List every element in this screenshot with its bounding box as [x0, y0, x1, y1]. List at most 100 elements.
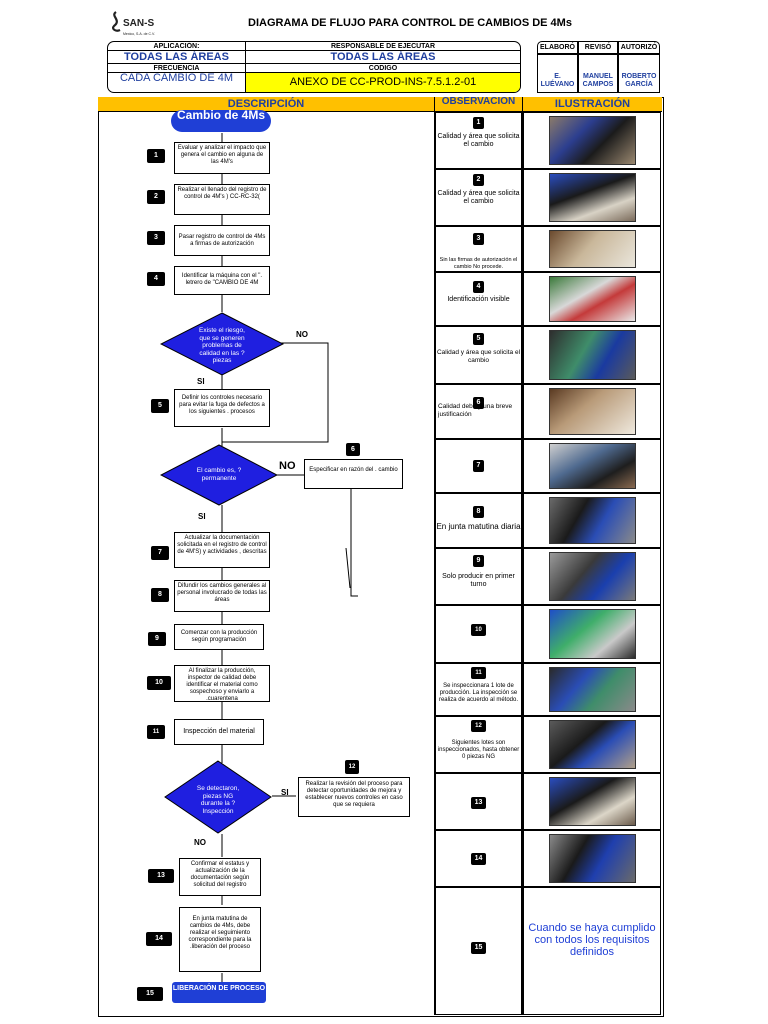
observation-number: 9	[472, 555, 485, 567]
step-box: Actualizar la documentación solicitada e…	[174, 532, 270, 568]
observation-number: 7	[472, 460, 485, 472]
step-box: Comenzar con la producción según program…	[174, 624, 264, 650]
company-logo: SAN-S Mexico, S.A. de C.V.	[108, 8, 158, 40]
responsable-value: TODAS LAS ÁREAS	[246, 51, 520, 64]
step-box: Realizar la revisión del proceso para de…	[298, 777, 410, 817]
observation-text: Se inspeccionara 1 lote de producción. L…	[438, 683, 519, 703]
observation-text: Calidad y área que solicita el cambio	[437, 190, 520, 205]
inspection-photo	[549, 667, 636, 712]
step-box: Al finalizar la producción, inspector de…	[174, 665, 270, 702]
step-number: 5	[151, 399, 169, 413]
step-number: 12	[345, 760, 359, 774]
observation-number: 11	[471, 667, 486, 679]
observation-number: 10	[471, 624, 486, 636]
observation-cell: 15	[435, 887, 522, 1015]
illustration-cell	[523, 663, 661, 716]
illustration-cell	[523, 272, 661, 326]
step-number: 8	[151, 588, 169, 602]
frecuencia-value: CADA CAMBIO DE 4M	[108, 73, 246, 92]
decision-text: Existe el riesgo, que se generen problem…	[199, 327, 245, 364]
meeting-photo	[549, 834, 636, 883]
step-number: 11	[147, 725, 165, 739]
workers-photo	[549, 777, 636, 826]
observation-text: Identificación visible	[447, 296, 510, 303]
flow-start: Cambio de 4Ms	[171, 109, 271, 132]
step-number: 15	[137, 987, 163, 1001]
illustration-cell	[523, 773, 661, 830]
step-box: Identificar la máquina con el ". letrero…	[174, 266, 270, 295]
step-number: 9	[148, 632, 166, 646]
illustration-cell: Cuando se haya cumplido con todos los re…	[523, 887, 661, 1015]
illustration-cell	[523, 716, 661, 773]
codigo-label: CODIGO	[246, 64, 520, 73]
decision-diamond	[160, 312, 284, 376]
machine-sign-photo	[549, 276, 636, 322]
observation-number: 6	[472, 397, 485, 409]
step-box: En junta matutina de cambios de 4Ms, deb…	[179, 907, 261, 972]
step-number: 6	[346, 443, 360, 456]
decision-text: El cambio es, ?permanente	[196, 467, 242, 482]
workers-photo	[549, 330, 636, 380]
decision-no-label: NO	[279, 460, 296, 472]
flow-end: LIBERACIÓN DE PROCESO	[172, 982, 266, 1003]
step-number: 2	[147, 190, 165, 204]
observation-text: Siguientes lotes son inspeccionados, has…	[437, 740, 520, 760]
illustration-cell	[523, 548, 661, 605]
illustration-cell	[523, 493, 661, 548]
observation-cell: 13	[435, 773, 522, 830]
observation-text: Sin las firmas de autorización el cambio…	[439, 257, 518, 270]
step-number: 7	[151, 546, 169, 560]
observation-cell: 10	[435, 605, 522, 663]
illustration-cell	[523, 830, 661, 887]
step-box: Definir los controles necesario para evi…	[174, 389, 270, 427]
observation-number: 14	[470, 853, 487, 865]
observation-number: 13	[470, 797, 487, 809]
illustration-cell	[523, 605, 661, 663]
ilustracion-header: ILUSTRACIÓN	[523, 97, 662, 112]
flow-connectors	[219, 133, 358, 986]
elaboro-label: ELABORÓ	[537, 41, 578, 54]
inspection-photo	[549, 720, 636, 769]
step-number: 10	[147, 676, 171, 690]
decision-yes-label: SI	[281, 788, 289, 797]
decision-diamond	[164, 760, 272, 834]
aplicacion-value: TODAS LAS ÁREAS	[108, 51, 246, 64]
step-number: 14	[146, 932, 172, 946]
observation-text: Calidad y área que solicita el cambio	[436, 349, 521, 364]
frecuencia-label: FRECUENCIA	[108, 64, 246, 73]
observation-cell: 14	[435, 830, 522, 887]
observation-number: 12	[471, 720, 486, 732]
inspection-photo	[549, 609, 636, 659]
step-box: Confirmar el estatus y actualización de …	[179, 858, 261, 896]
autorizo-name: ROBERTO GARCÍA	[618, 54, 660, 93]
illustration-cell	[523, 384, 661, 439]
reviso-name: MANUEL CAMPOS	[578, 54, 618, 93]
illustration-cell	[523, 439, 661, 493]
observation-number: 5	[472, 333, 485, 345]
observation-cell: 11 Se inspeccionara 1 lote de producción.…	[435, 663, 522, 716]
svg-text:Mexico, S.A. de C.V.: Mexico, S.A. de C.V.	[123, 32, 155, 36]
column-divider	[522, 97, 523, 1015]
illustration-cell	[523, 226, 661, 272]
final-note: Cuando se haya cumplido con todos los re…	[528, 922, 656, 958]
observation-cell: 7	[435, 439, 522, 493]
decision-diamond	[160, 444, 278, 506]
step-number: 3	[147, 231, 165, 245]
observacion-header: OBSERVACIÓN	[435, 97, 522, 112]
observation-number: 8	[472, 506, 485, 518]
decision-no-label: NO	[194, 838, 206, 847]
step-number: 13	[148, 869, 174, 883]
column-divider	[434, 97, 435, 1015]
aplicacion-label: APLICACIÓN:	[108, 42, 246, 51]
descripcion-header: DESCRIPCIÓN	[98, 97, 434, 112]
workers-photo	[549, 173, 636, 222]
step-box: Realizar el llenado del registro de cont…	[174, 184, 270, 215]
workers-photo	[549, 116, 636, 165]
observation-number: 3	[472, 233, 485, 245]
autorizo-label: AUTORIZÓ	[618, 41, 660, 54]
